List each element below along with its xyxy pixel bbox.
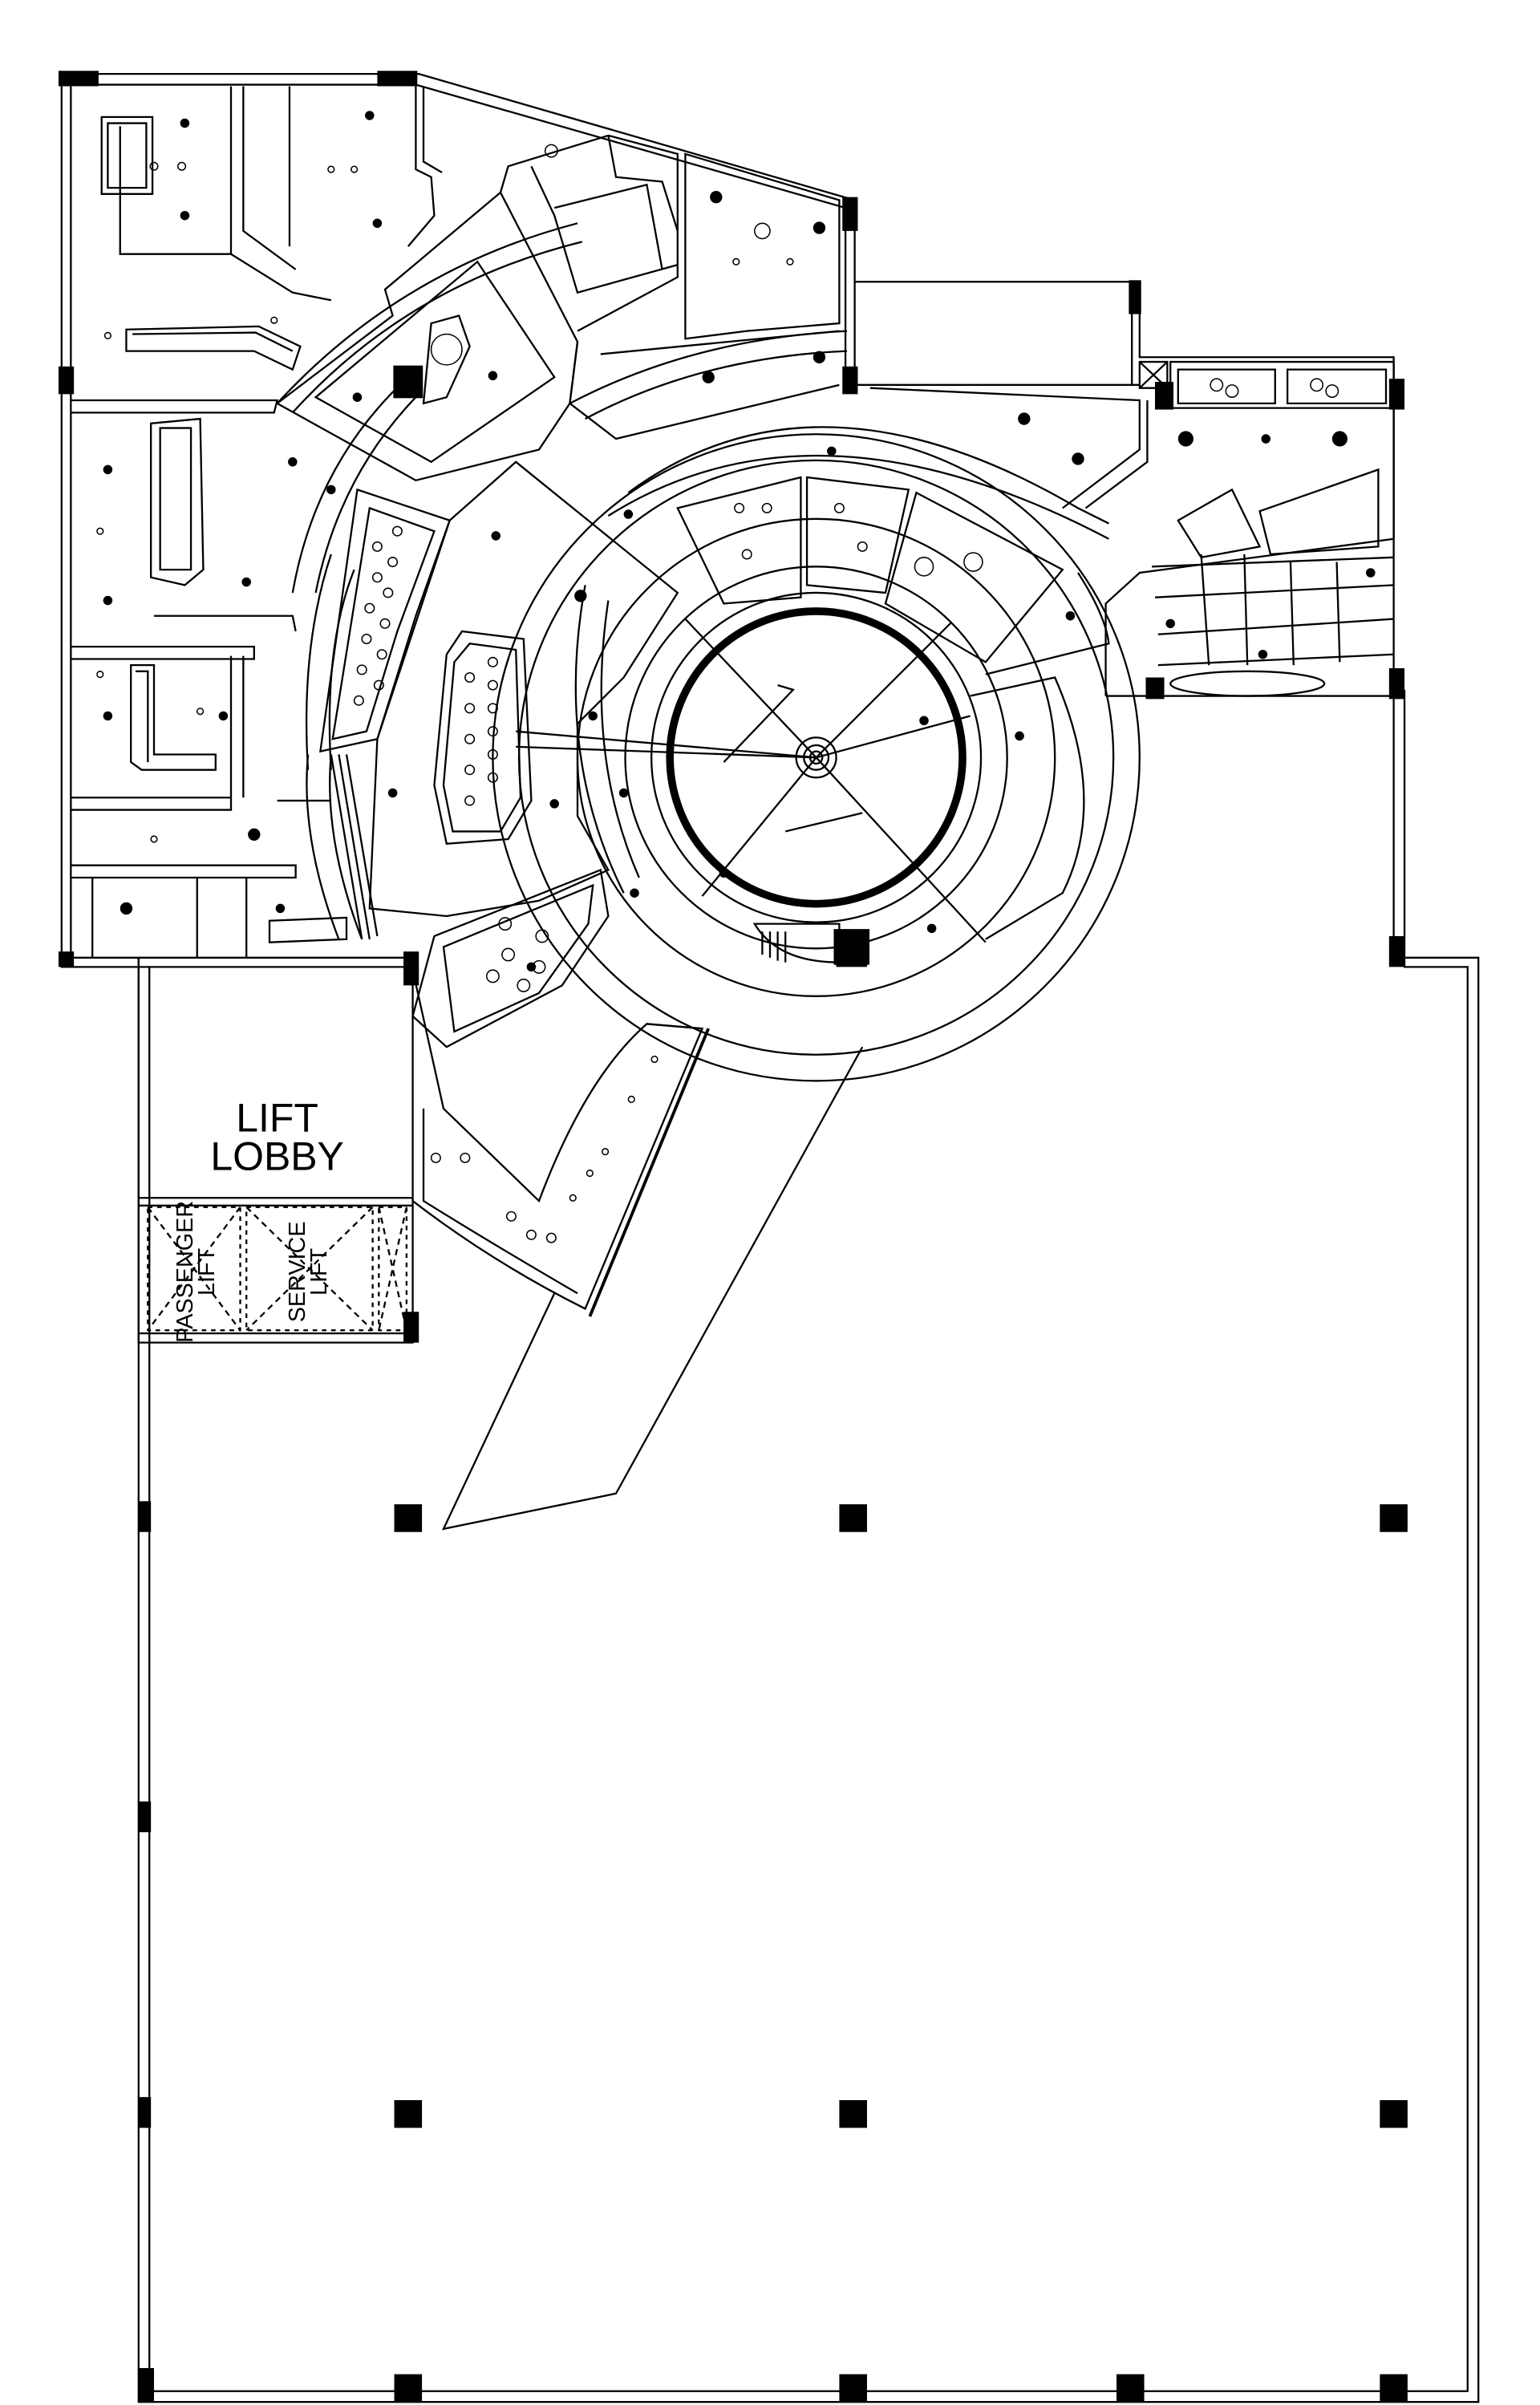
upper-left-block-wall (60, 72, 1395, 968)
lift-core (137, 957, 414, 1344)
service-lift-label-line1: SERVICE (285, 1221, 310, 1322)
right-wing-zone (869, 360, 1395, 696)
lift-lobby-label-line1: LIFT (236, 1096, 318, 1141)
outer-arc-sectors (574, 426, 1110, 940)
wall-columns (58, 71, 1405, 2403)
lift-lobby-label-line2: LOBBY (210, 1134, 343, 1179)
radial-spokes (516, 618, 987, 943)
small-fixtures (96, 144, 1339, 1243)
open-floor-outline (137, 689, 1480, 2403)
service-lift-label-line2: LIFT (306, 1248, 332, 1296)
downlights (103, 111, 1376, 972)
passenger-lift-label-line2: LIFT (194, 1248, 220, 1296)
radial-zone-panels (275, 134, 864, 1531)
left-zone-partitions (71, 86, 443, 958)
ring-band-arcs (276, 222, 848, 940)
passenger-lift-label-line1: PASSENGER (172, 1201, 198, 1343)
stairs (330, 365, 1326, 965)
